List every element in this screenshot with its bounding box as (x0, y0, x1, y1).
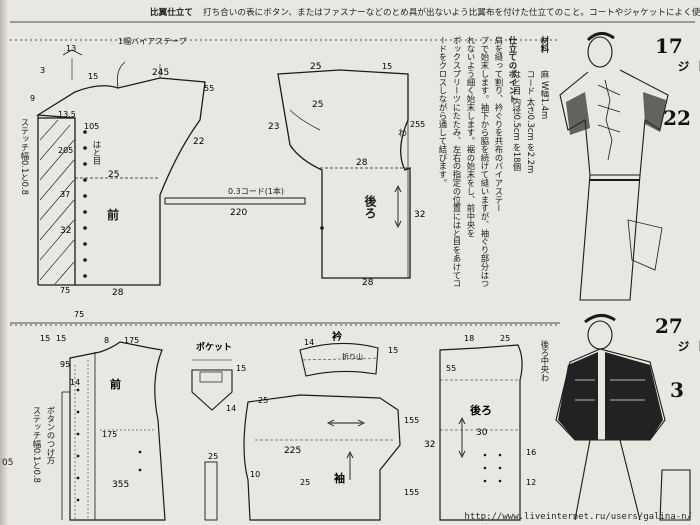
dim-28a: 28 (112, 288, 124, 298)
dim-75b: 75 (74, 310, 85, 319)
label-bias-tape: 1幅バイアステープ (118, 37, 187, 46)
dim-23: 23 (268, 122, 280, 132)
point-line-2: プで始末します。袖下から脇を続けて縫いますが、袖ぐり部分はつ (480, 36, 490, 288)
point-line-5: ードをクロスしながら通して結びます。 (438, 36, 448, 188)
bdim-16: 16 (526, 448, 537, 457)
material-line-1: 麻 W幅1.4m (540, 70, 550, 120)
dim-220: 220 (230, 208, 248, 218)
bottom-label-fold: 折り山 (342, 353, 363, 361)
bottom-label-back: 後ろ (470, 404, 492, 417)
bottom-label-sleeve: 袖 (334, 472, 345, 485)
dim-32: 32 (60, 226, 72, 236)
label-cord: 0.3コード(1本) (228, 187, 285, 196)
bdim-18: 18 (464, 334, 475, 343)
dim-15b: 15 (382, 62, 393, 71)
label-wa: わ (398, 129, 408, 139)
bdim-25d: 25 (258, 396, 269, 405)
point-title: 仕立てのポイント (508, 36, 518, 104)
dim-32b: 32 (414, 210, 426, 220)
bdim-25b: 25 (500, 334, 511, 343)
dim-255: 255 (410, 120, 426, 129)
bdim-14b: 14 (304, 338, 315, 347)
dim-105: 105 (84, 122, 100, 131)
page-ref-17: 17 ページ 22 (655, 34, 700, 130)
bottom-label-stitch: ステッチ幅0.1と0.8 (32, 406, 42, 483)
bdim-32: 32 (424, 440, 436, 450)
page-gutter-shadow (0, 0, 8, 525)
bdim-25c: 25 (300, 478, 311, 487)
bdim-155b: 155 (404, 488, 420, 497)
bdim-15b: 15 (56, 334, 67, 343)
dim-205: 205 (58, 146, 74, 155)
dim-22: 22 (193, 137, 205, 147)
dim-37: 37 (60, 190, 71, 199)
bdim-355: 355 (112, 480, 130, 490)
dim-25c: 25 (312, 100, 324, 110)
bdim-30: 30 (476, 428, 488, 438)
bdim-55: 55 (446, 364, 457, 373)
page-edge-number: 05 (2, 458, 14, 468)
page-header: 比翼仕立て打ち合いの表にボタン、またはファスナーなどのとめ具が出ないよう比翼布を… (150, 6, 700, 18)
page-ref-27-model: 3 (670, 378, 684, 402)
label-stitch-width: ステッチ幅0.1と0.8 (20, 118, 30, 195)
bdim-15d: 15 (388, 346, 399, 355)
page-ref-27-number: 27 (655, 314, 683, 338)
page-ref-17-label: ページ (676, 60, 700, 72)
dim-15: 15 (88, 72, 99, 81)
bdim-155a: 155 (404, 416, 420, 425)
point-line-4: ボックスプリーツにたたみ、左右の指定の位置にはと目をあけてコ (452, 36, 462, 288)
bdim-175b: 175 (102, 430, 118, 439)
header-text: 打ち合いの表にボタン、またはファスナーなどのとめ具が出ないよう比翼布を付けた仕立… (202, 8, 700, 18)
page-ref-27: 27 ページ 3 (655, 314, 700, 402)
material-line-3: はと目 内径0.5cm を18個 (512, 70, 522, 171)
label-button-place: はと目 (92, 140, 102, 166)
bdim-14: 14 (70, 378, 81, 387)
bdim-10: 10 (250, 470, 261, 479)
dim-13-5: 13.5 (58, 110, 76, 119)
bdim-225: 225 (284, 446, 302, 456)
material-line-2: コード 太さ0.3cm を2.2m (526, 70, 536, 174)
bottom-label-pocket: ポケット (196, 343, 233, 353)
dim-28b: 28 (356, 158, 368, 168)
dim-9: 9 (30, 94, 36, 103)
dim-55: 55 (204, 84, 215, 93)
dim-13: 13 (66, 44, 77, 53)
page-ref-17-number: 17 (655, 34, 683, 58)
bdim-14c: 14 (226, 404, 237, 413)
watermark-url: http://www.liveinternet.ru/users/galina-… (464, 512, 692, 522)
dim-75a: 75 (60, 286, 71, 295)
point-line-1: 肩を縫って割り、衿ぐりを共布のバイアステー (494, 36, 504, 213)
dim-25b: 25 (310, 62, 322, 72)
dim-245: 245 (152, 68, 170, 78)
dim-3: 3 (40, 66, 46, 75)
bdim-15a: 15 (40, 334, 51, 343)
bdim-95: 95 (60, 360, 71, 369)
materials-title: 材料 (540, 36, 550, 53)
bottom-label-button-note: ボタンのつけ方 (46, 406, 56, 465)
bottom-label-collar: 衿 (332, 332, 342, 343)
page-ref-17-model: 22 (663, 106, 691, 130)
label-front: 前 (107, 208, 120, 222)
page-ref-27-label: ページ (676, 340, 700, 352)
bdim-8: 8 (104, 336, 110, 345)
bdim-15c: 15 (236, 364, 247, 373)
label-back: 後ろ (363, 195, 377, 219)
bdim-175a: 175 (124, 336, 140, 345)
dim-28c: 28 (362, 278, 374, 288)
dim-25a: 25 (108, 170, 120, 180)
bottom-label-front: 前 (110, 378, 121, 391)
header-title: 比翼仕立て (150, 8, 193, 18)
point-line-3: れないよう細く始末します。裾の始末をし、前中央を (466, 36, 476, 238)
bdim-12: 12 (526, 478, 537, 487)
bottom-label-back-center: 後ろ中央わ (540, 340, 550, 382)
bdim-25a: 25 (208, 452, 219, 461)
